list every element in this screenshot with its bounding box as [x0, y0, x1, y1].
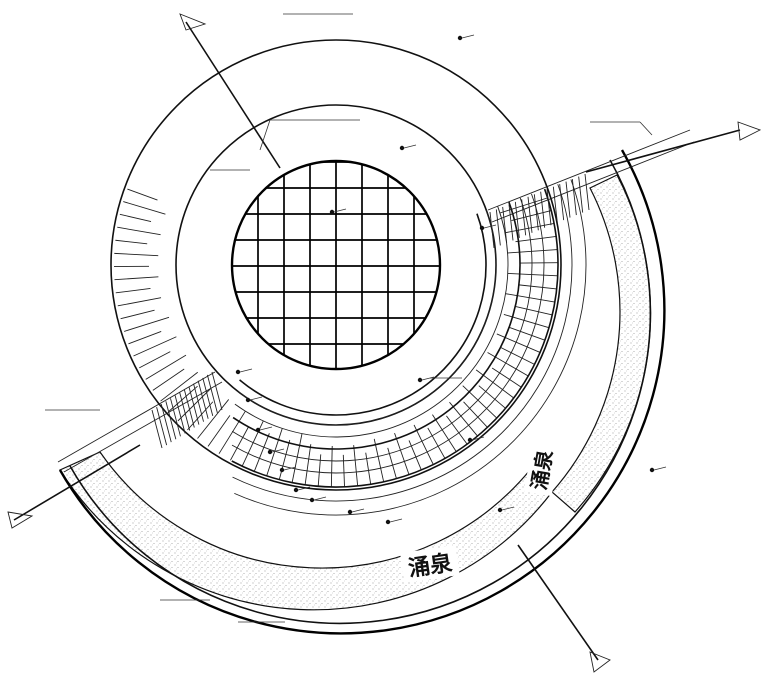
section-marker-left: [7, 511, 34, 529]
section-marker-bottom: [589, 651, 611, 673]
annotations: [45, 13, 653, 623]
section-line-n: [185, 21, 281, 169]
stair-ne: [489, 173, 590, 249]
seating-ticks: [114, 188, 558, 487]
stamp-bottom: 涌泉: [400, 545, 460, 583]
stair-sw: [151, 371, 223, 449]
entry-path-ne: [487, 129, 741, 223]
plaza-edge: [230, 159, 442, 371]
section-line-s: [517, 544, 599, 661]
outer-arc: [58, 149, 666, 635]
planting-band: [551, 174, 652, 513]
stamp-right: 涌泉: [524, 443, 560, 497]
outer-arc-2: [69, 159, 652, 625]
section-marker-right: [737, 121, 762, 141]
stamp-bottom-text: 涌泉: [407, 550, 455, 582]
section-marker-top: [179, 13, 207, 31]
level-tags: [235, 34, 667, 525]
outer-ring: [110, 39, 562, 491]
